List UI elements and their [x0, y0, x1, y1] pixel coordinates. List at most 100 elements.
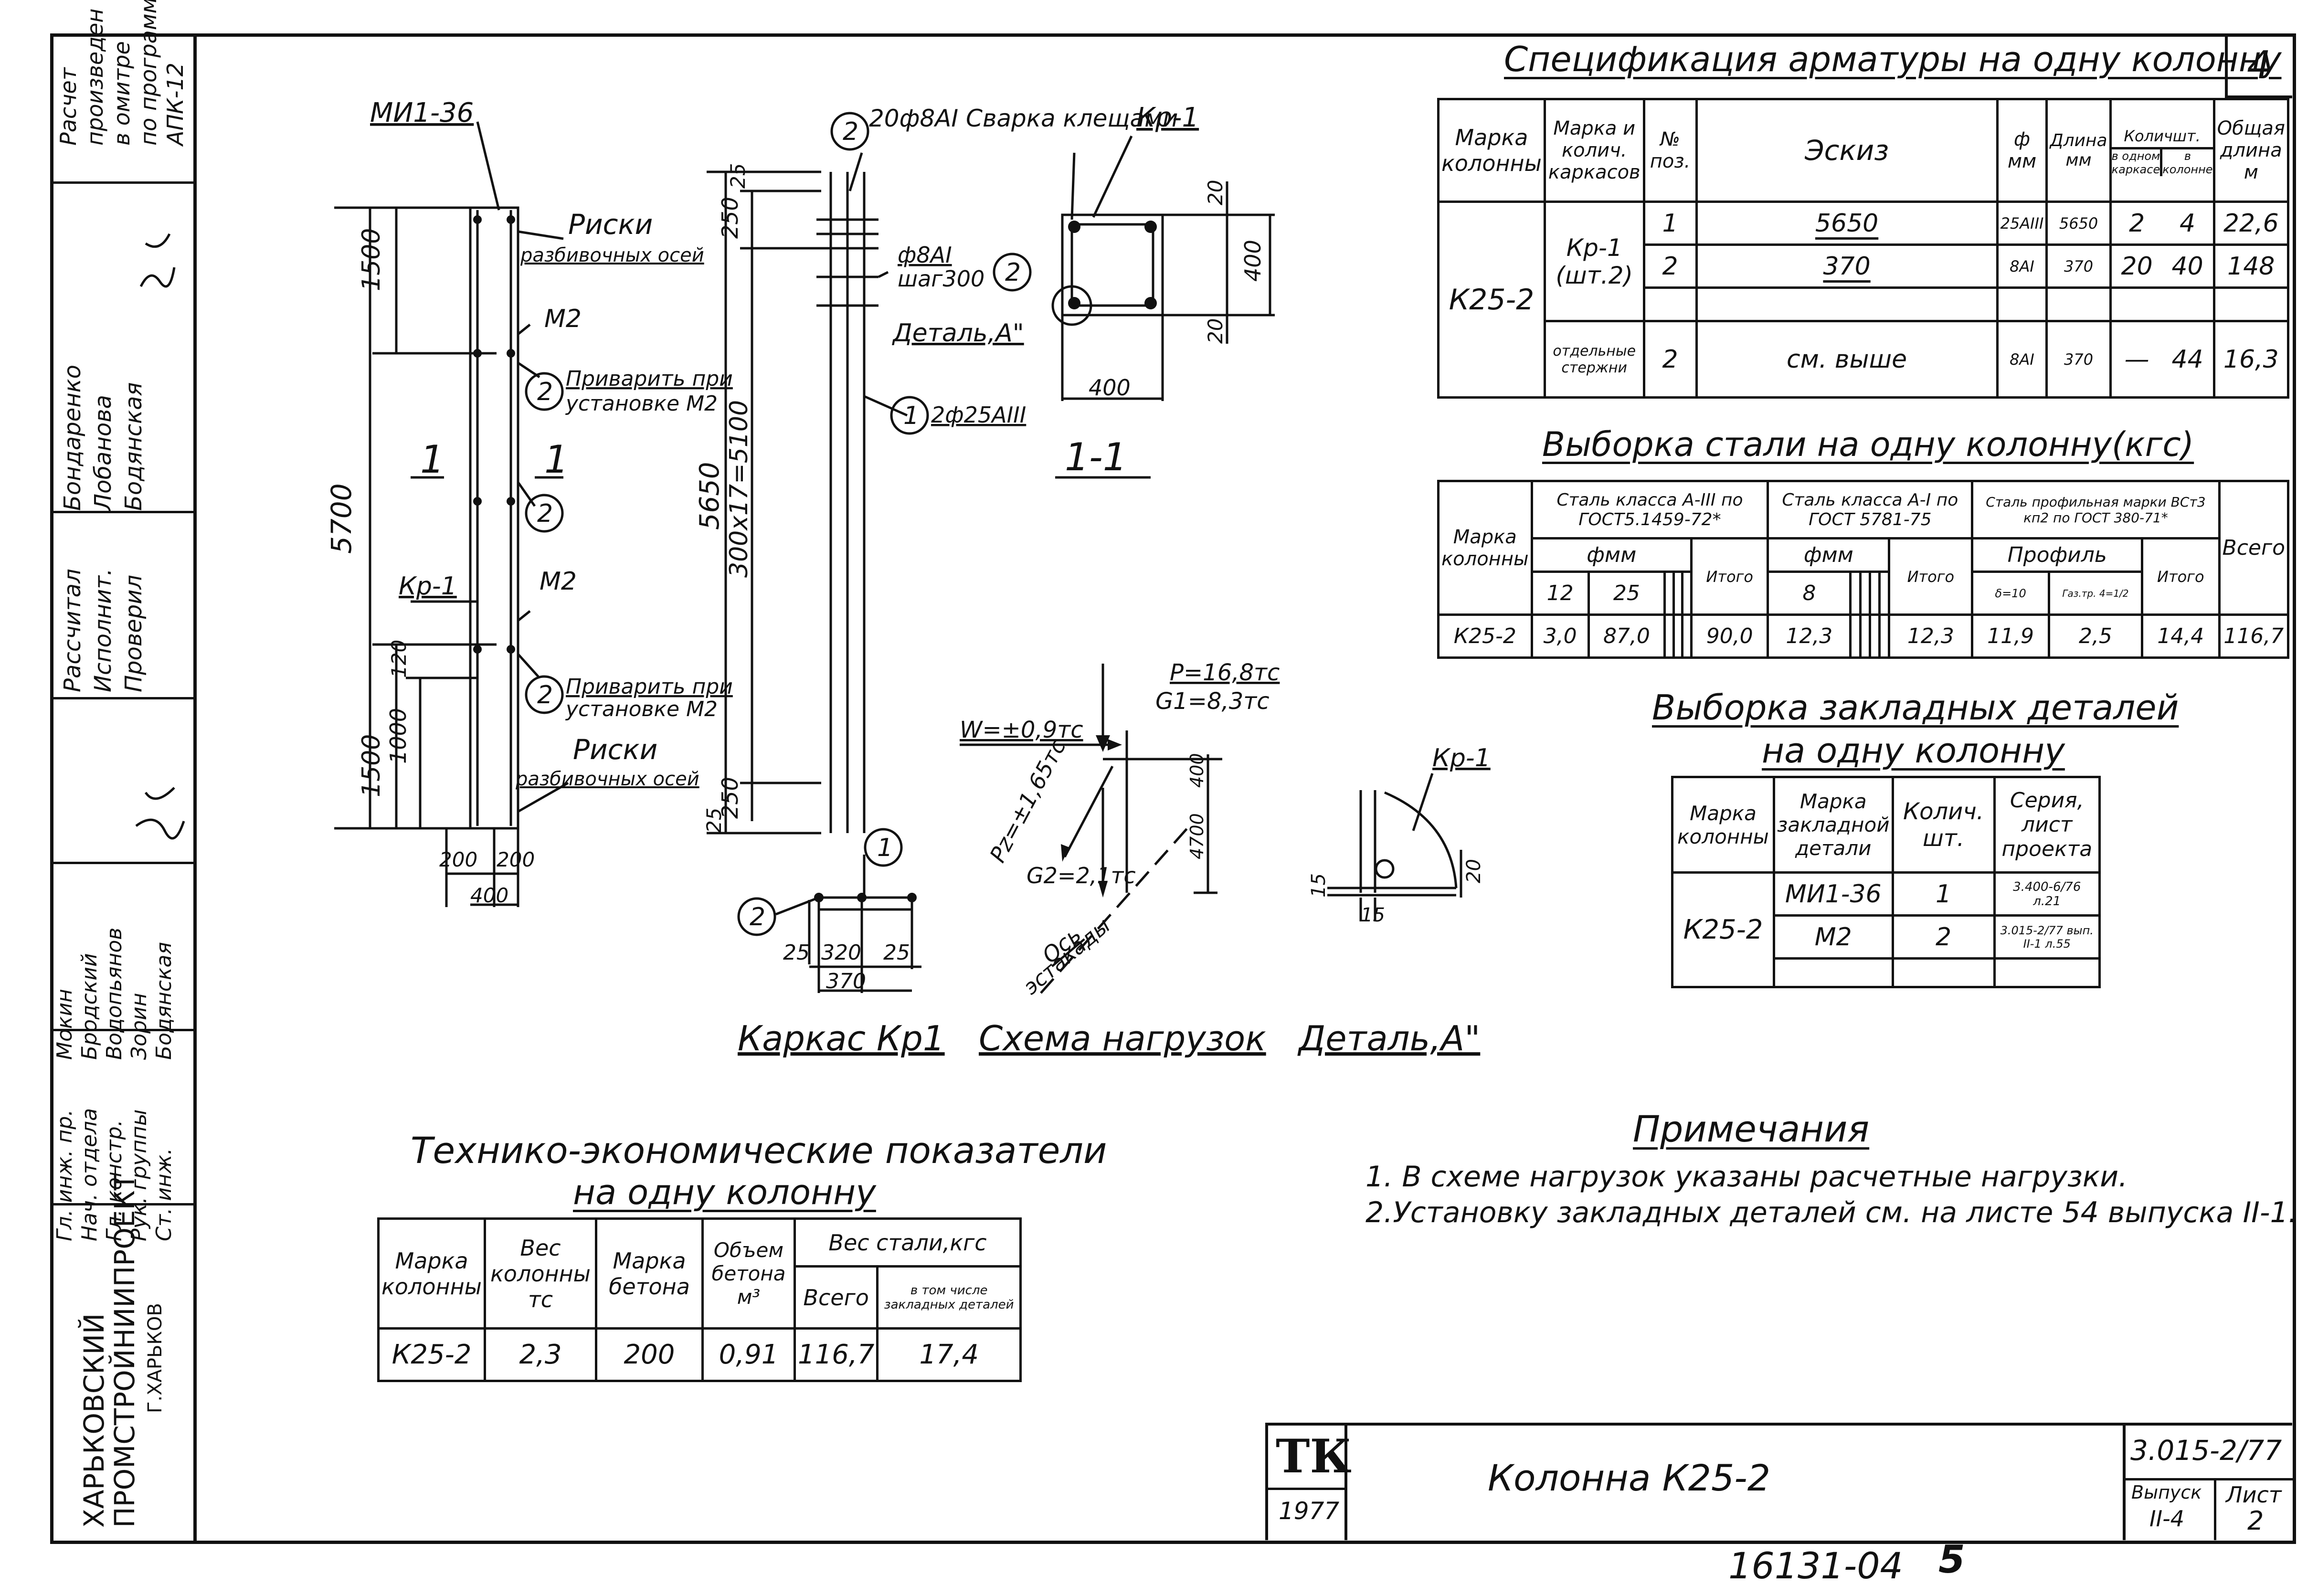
dim-200: 200 [439, 848, 477, 871]
embed-empty [1773, 957, 1894, 988]
side-stamp [50, 33, 197, 1544]
tk-year: 1977 [1279, 1497, 1340, 1525]
dim-250: 250 [717, 197, 743, 239]
section-bar [1144, 297, 1157, 309]
riski-label: Риски [573, 733, 657, 766]
embed-h-mark: Марка колонны [1671, 776, 1775, 874]
dim-25: 25 [726, 163, 750, 189]
arrow-head [1061, 844, 1069, 862]
tech-table: Марка колонны Вес колонны тс Марка бетон… [377, 1217, 1022, 1382]
pos-bubble [864, 828, 903, 867]
weld-note: 20ф8AI Сварка клещами [869, 105, 1178, 132]
dim-200: 200 [497, 848, 535, 871]
tech-title-1: Технико-экономические показатели [411, 1129, 1107, 1172]
arrow-head [1108, 739, 1122, 750]
tech-h-mark: Марка колонны [377, 1217, 486, 1330]
leader-line [517, 610, 531, 622]
bar-dot [473, 215, 482, 224]
section-outline [1061, 213, 1164, 317]
spec-h-per-frame: в одном каркасе [2112, 149, 2163, 176]
embed-title-2: на одну колонну [1762, 730, 2065, 771]
spec-h-mark: Марка колонны [1437, 98, 1546, 203]
spec-col-mark: К25-2 [1437, 201, 1546, 399]
detail-a-circle [1051, 285, 1092, 326]
section-1a: 1 [420, 437, 445, 482]
steel-a3-total: 90,0 [1690, 613, 1769, 659]
steel-h-total: Итого [1888, 537, 1974, 616]
embed-table: Марка колонны Марка закладной детали Кол… [1671, 776, 2101, 988]
weld-label-2: установке М2 [565, 391, 718, 416]
spec-total: 148 [2212, 243, 2290, 289]
frame-bar-dot [857, 893, 867, 902]
bar-dot [473, 349, 482, 358]
note-1: 1. В схеме нагрузок указаны расчетные на… [1365, 1160, 2128, 1194]
leader-line [517, 653, 540, 679]
f25-label: 2ф25AIII [931, 402, 1026, 428]
leader-line [517, 324, 531, 335]
steel-h-8: 8 [1767, 571, 1852, 616]
spec-len: 370 [2045, 320, 2112, 399]
notes-title: Примечания [1633, 1108, 1870, 1150]
steel-all: 116,7 [2218, 613, 2290, 659]
sheet-value: 2 [2247, 1506, 2264, 1536]
mi-label: МИ1-36 [370, 97, 474, 128]
spec-frame-mark: Кр-1 (шт.2) [1543, 201, 1645, 322]
dim-1500: 1500 [357, 228, 386, 291]
steel-h-total: Итого [1690, 537, 1769, 616]
tech-steel-embedded: 17,4 [876, 1327, 1022, 1382]
steel-empty [1868, 613, 1881, 659]
steel-h-p1: δ=10 [1971, 571, 2050, 616]
spec-sketch-text: 370 [1823, 252, 1871, 281]
leader-line [517, 481, 536, 507]
section-11: 1-1 [1065, 435, 1127, 479]
load-p: P=16,8тс [1170, 659, 1280, 686]
leader-line [1412, 773, 1434, 831]
title-block: ТК 1977 Колонна К25-2 3.015-2/77 Выпуск … [1265, 1423, 2295, 1540]
tech-title-2: на одну колонну [573, 1172, 876, 1212]
side-stamp-divider-6 [50, 1203, 193, 1205]
tech-h-all: Всего [793, 1265, 879, 1330]
tech-h-steel: Вес стали,кгс [794, 1217, 1022, 1268]
bar-dot [507, 497, 515, 506]
spec-empty [2109, 286, 2215, 322]
dim-250: 250 [717, 777, 743, 819]
steel-a1-total: 12,3 [1888, 613, 1974, 659]
drawing-name: Колонна К25-2 [1488, 1457, 1771, 1499]
embed-title-1: Выборка закладных деталей [1652, 687, 2179, 728]
section-bar [1068, 221, 1080, 233]
side-stamp-lines [50, 33, 193, 1537]
sheet-number: 4 [2247, 43, 2271, 87]
tech-h-weight: Вес колонны тс [484, 1217, 597, 1330]
dim-5650: 5650 [694, 462, 725, 530]
spec-pos: 2 [1642, 320, 1698, 399]
sheet-label: Лист [2226, 1482, 2282, 1508]
spec-h-qty-label: Количшт. [2111, 125, 2213, 149]
caption-detail: Деталь,А" [1297, 1018, 1480, 1058]
steel-empty [1868, 571, 1881, 616]
dim-4700: 4700 [1186, 813, 1207, 859]
dim-400: 400 [1186, 753, 1207, 788]
pos-number: 2 [750, 903, 765, 931]
dim-400: 400 [470, 884, 508, 907]
spec-per-col: 40 [2171, 252, 2203, 281]
leader-line [863, 395, 908, 417]
title-code-cell: 3.015-2/77 Выпуск II-4 Лист 2 [2123, 1426, 2295, 1540]
spec-h-len: Длина мм [2045, 98, 2112, 203]
steel-empty [1859, 613, 1871, 659]
spec-sketch-text: 5650 [1815, 209, 1879, 238]
embed-h-part: Марка закладной детали [1773, 776, 1894, 874]
spec-h-qty-sub: в одном каркасе в колонне [2112, 149, 2213, 176]
weld-curve [1384, 791, 1458, 888]
weld-label-1: Приварить при [566, 675, 733, 699]
archive-number: 16131-04 [1728, 1544, 1903, 1587]
steel-a3-25: 87,0 [1587, 613, 1666, 659]
spec-frame-count: (шт.2) [1556, 261, 1633, 289]
series-code: 3.015-2/77 [2130, 1434, 2282, 1467]
spec-per-frame: 2 [2129, 209, 2145, 238]
load-g2: G2=2,1тс [1027, 863, 1136, 888]
steel-empty [1663, 571, 1675, 616]
bar-dot [507, 215, 515, 224]
spec-per-frame: — [2124, 345, 2149, 374]
